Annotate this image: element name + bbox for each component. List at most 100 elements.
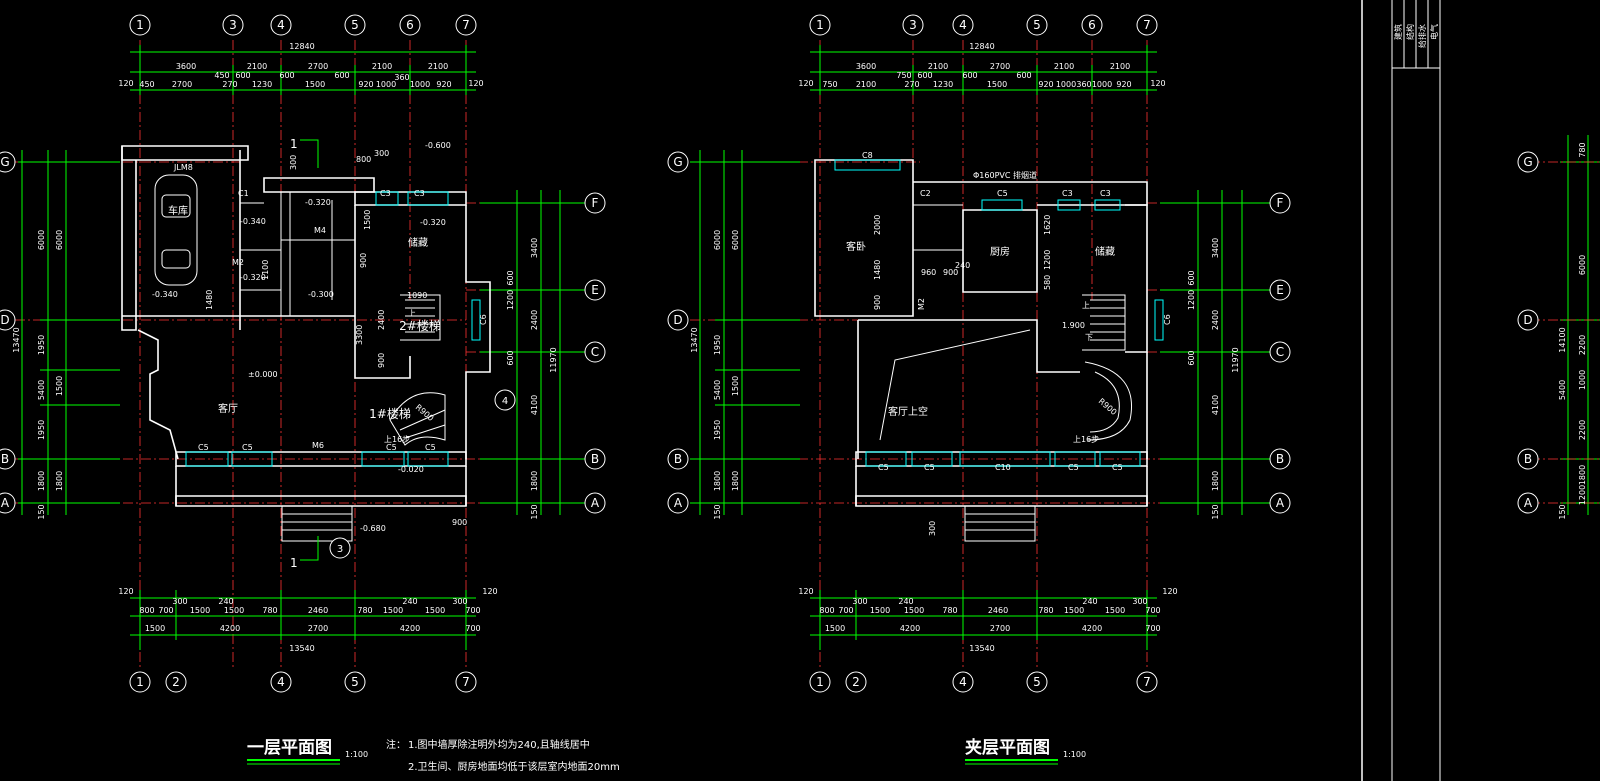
- svg-text:240: 240: [898, 597, 913, 606]
- axis-bubble: C: [1269, 341, 1291, 363]
- room-garage: 车库: [168, 204, 188, 217]
- plan1-windows: [185, 191, 481, 467]
- svg-text:920: 920: [358, 80, 373, 89]
- svg-text:600: 600: [235, 71, 250, 80]
- svg-text:1000: 1000: [1056, 80, 1076, 89]
- svg-text:1200: 1200: [506, 290, 515, 310]
- plan2-top-dimensions: 12840 3600 2100 2700 2100 2100 120 750 2…: [798, 42, 1166, 95]
- svg-text:150: 150: [1558, 504, 1567, 519]
- svg-text:580: 580: [1043, 275, 1052, 290]
- svg-text:300: 300: [289, 155, 298, 170]
- axis-bubble: G: [0, 151, 16, 173]
- plan2-title: 夹层平面图: [965, 737, 1050, 758]
- svg-text:360: 360: [1076, 80, 1091, 89]
- svg-text:4: 4: [277, 18, 285, 32]
- svg-text:2: 2: [172, 675, 180, 689]
- svg-text:780: 780: [1038, 606, 1053, 615]
- svg-text:1500: 1500: [870, 606, 890, 615]
- svg-text:6: 6: [406, 18, 414, 32]
- room-living-void: 客厅上空: [888, 405, 928, 418]
- svg-text:2000: 2000: [873, 215, 882, 235]
- svg-text:600: 600: [506, 270, 515, 285]
- svg-text:700: 700: [158, 606, 173, 615]
- axis-bubble: B: [1269, 448, 1291, 470]
- svg-text:5: 5: [1033, 675, 1041, 689]
- plan2-misc-labels: Φ160PVC 排烟道 2000 1480 900 960 900 240 16…: [873, 170, 1118, 536]
- svg-text:240: 240: [1082, 597, 1097, 606]
- svg-text:C3: C3: [380, 189, 391, 198]
- svg-text:上: 上: [1082, 301, 1090, 310]
- svg-text:780: 780: [357, 606, 372, 615]
- svg-text:800: 800: [819, 606, 834, 615]
- axis-bubble: F: [1269, 192, 1291, 214]
- svg-text:1500: 1500: [425, 606, 445, 615]
- svg-text:M6: M6: [312, 441, 324, 450]
- plan2-elevations: 1.900: [1062, 321, 1085, 330]
- svg-text:600: 600: [962, 71, 977, 80]
- svg-text:300: 300: [374, 149, 389, 158]
- svg-text:C5: C5: [924, 463, 935, 472]
- svg-text:900: 900: [359, 253, 368, 268]
- svg-text:5: 5: [351, 675, 359, 689]
- plan1-title: 一层平面图: [247, 738, 332, 758]
- svg-text:240: 240: [402, 597, 417, 606]
- svg-text:6000: 6000: [1578, 255, 1587, 275]
- axis-bubble: 2: [845, 671, 867, 693]
- svg-text:给排水: 给排水: [1417, 24, 1427, 48]
- svg-text:900: 900: [377, 353, 386, 368]
- svg-text:150: 150: [713, 504, 722, 519]
- svg-text:1200: 1200: [1043, 250, 1052, 270]
- plan2-right-dimensions: 1200 3400 600 2400 600 4100 1800 150 119…: [1160, 190, 1291, 520]
- svg-text:E: E: [1276, 283, 1284, 297]
- svg-text:120: 120: [468, 79, 483, 88]
- axis-bubble: 1: [129, 671, 151, 693]
- svg-text:13540: 13540: [969, 644, 994, 653]
- stair-2-label: 2#楼梯: [399, 318, 441, 333]
- svg-text:7: 7: [462, 18, 470, 32]
- svg-text:R900: R900: [414, 403, 436, 423]
- svg-text:5: 5: [351, 18, 359, 32]
- axis-bubble: 4: [270, 14, 292, 36]
- svg-text:2700: 2700: [990, 62, 1010, 71]
- svg-text:上16步: 上16步: [384, 435, 410, 444]
- svg-text:A: A: [1276, 496, 1285, 510]
- svg-text:1200: 1200: [1578, 485, 1587, 505]
- svg-text:1500: 1500: [731, 376, 740, 396]
- svg-text:1500: 1500: [145, 624, 165, 633]
- svg-text:1230: 1230: [252, 80, 272, 89]
- svg-text:M2: M2: [232, 258, 244, 267]
- svg-text:R900: R900: [1097, 397, 1119, 417]
- room-kitchen: 厨房: [990, 245, 1010, 258]
- svg-text:6: 6: [1088, 18, 1096, 32]
- svg-text:7: 7: [1143, 675, 1151, 689]
- svg-text:1500: 1500: [55, 376, 64, 396]
- plan1-left-dimensions: 13470 6000 1950 5400 1950 1800 150 6000 …: [0, 150, 120, 520]
- svg-text:1500: 1500: [904, 606, 924, 615]
- axis-bubble: D: [0, 309, 16, 331]
- svg-text:2700: 2700: [308, 62, 328, 71]
- svg-text:4200: 4200: [900, 624, 920, 633]
- svg-text:C3: C3: [414, 189, 425, 198]
- svg-text:-0.320: -0.320: [420, 218, 446, 227]
- svg-text:13540: 13540: [289, 644, 314, 653]
- svg-text:1800: 1800: [731, 471, 740, 491]
- svg-text:1500: 1500: [987, 80, 1007, 89]
- svg-text:2100: 2100: [856, 80, 876, 89]
- plan2-left-dimensions: 13470 6000 1950 5400 1950 1800 150 6000 …: [667, 150, 800, 520]
- svg-text:700: 700: [465, 624, 480, 633]
- svg-text:4200: 4200: [1082, 624, 1102, 633]
- plan1-scale: 1:100: [345, 750, 368, 759]
- axis-bubble: 7: [455, 671, 477, 693]
- svg-text:750: 750: [896, 71, 911, 80]
- axis-bubble: 1: [809, 671, 831, 693]
- svg-text:900: 900: [943, 268, 958, 277]
- svg-text:700: 700: [838, 606, 853, 615]
- svg-text:2100: 2100: [1110, 62, 1130, 71]
- plan2-opening-labels: C8 C2 C5 C3 C3 C6 C5 C5 C10 C5 C5 M2: [862, 151, 1172, 472]
- room-guest-bedroom: 客卧: [846, 240, 866, 253]
- svg-text:13470: 13470: [690, 327, 699, 352]
- svg-text:G: G: [1523, 155, 1532, 169]
- svg-text:B: B: [591, 452, 599, 466]
- plan-mezzanine: 1 3 4 5 6 7 12840 3600 2100 2700 2100 21…: [667, 14, 1291, 765]
